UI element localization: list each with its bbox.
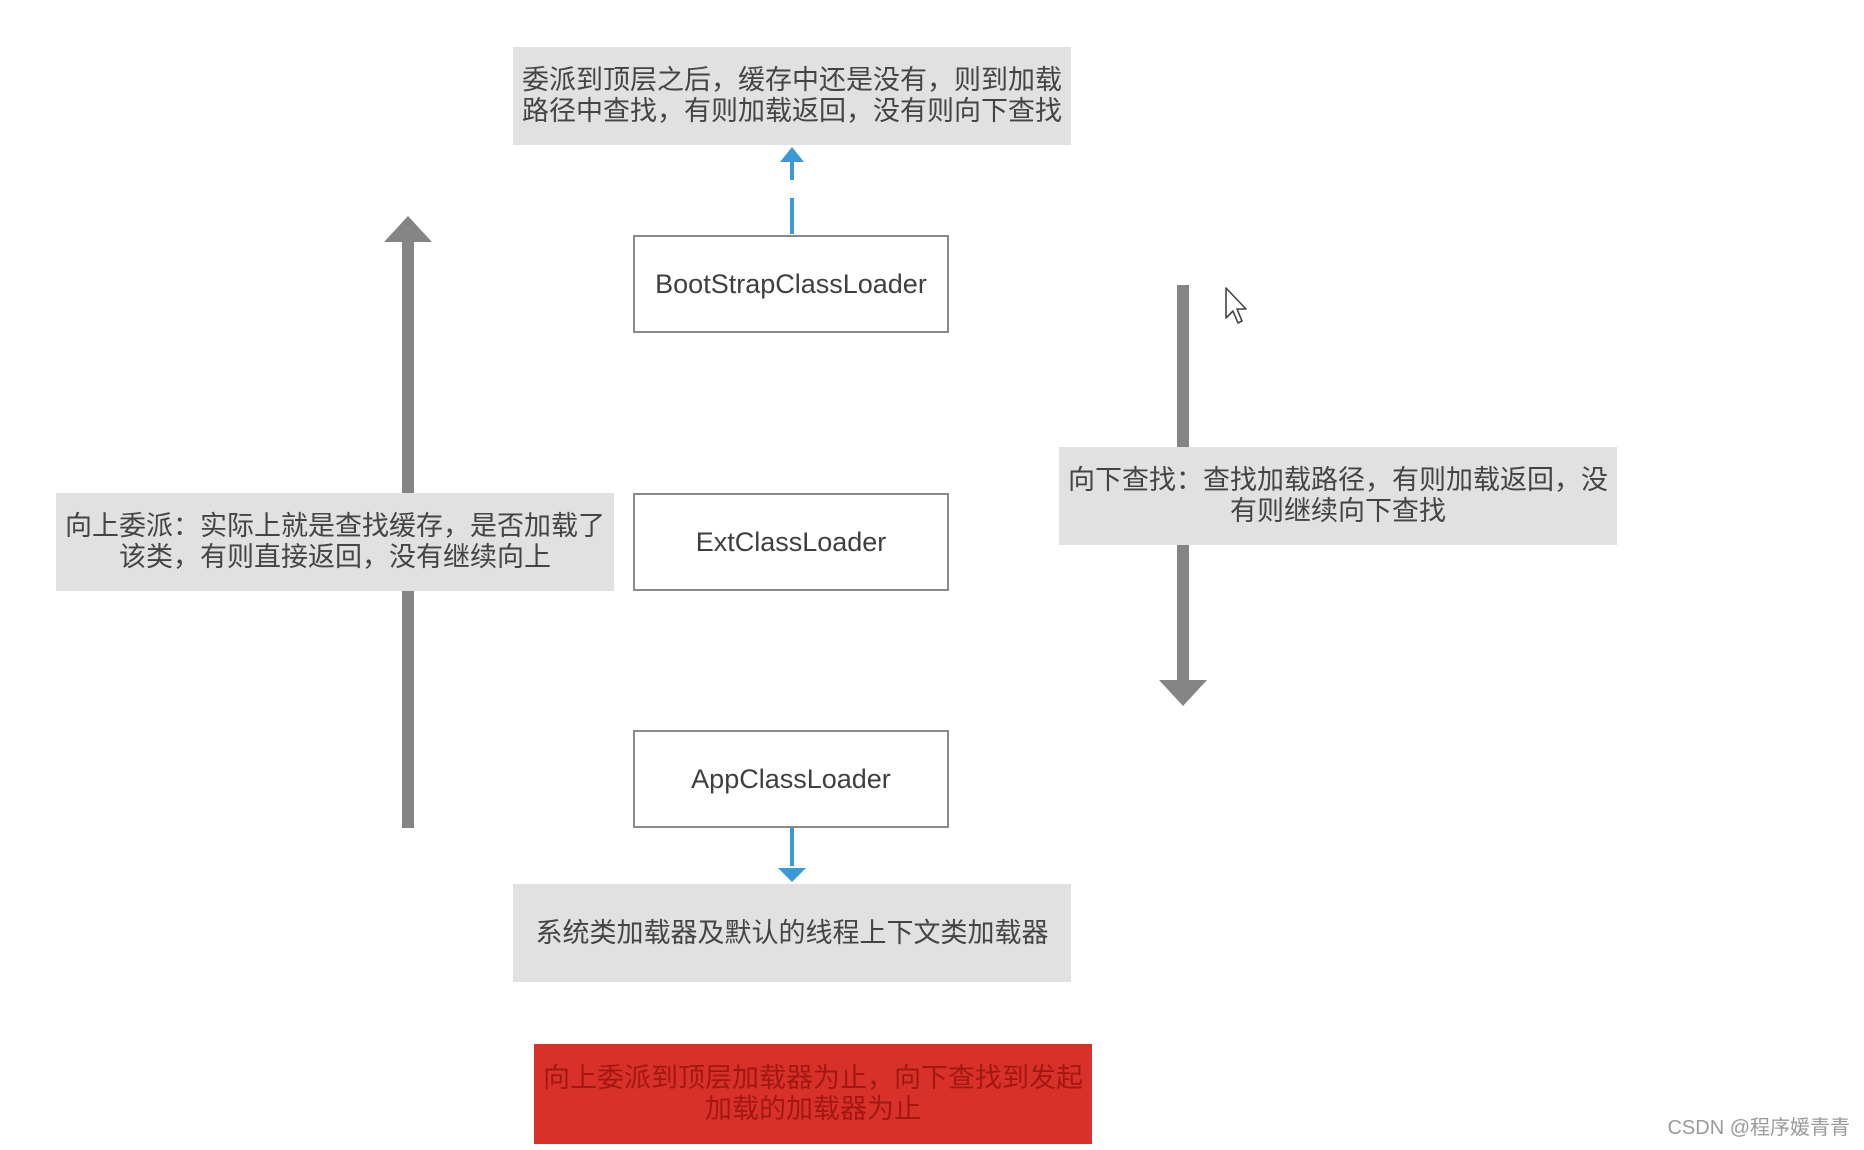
summary-line2: 加载的加载器为止 [705,1094,921,1125]
right-note-line1: 向下查找：查找加载路径，有则加载返回，没 [1068,465,1608,496]
summary-box: 向上委派到顶层加载器为止，向下查找到发起 加载的加载器为止 [534,1044,1092,1144]
ext-classloader-label: ExtClassLoader [695,526,887,557]
watermark: CSDN @程序媛青青 [1667,1117,1850,1139]
bottom-note: 系统类加载器及默认的线程上下文类加载器 [513,884,1071,982]
top-note-line2: 路径中查找，有则加载返回，没有则向下查找 [522,96,1062,127]
app-down-arrow [778,828,806,882]
top-note: 委派到顶层之后，缓存中还是没有，则到加载 路径中查找，有则加载返回，没有则向下查… [513,47,1071,145]
bottom-note-text: 系统类加载器及默认的线程上下文类加载器 [535,917,1049,949]
mouse-pointer-icon [1225,287,1247,324]
left-note-line2: 该类，有则直接返回，没有继续向上 [119,542,551,573]
right-note-line2: 有则继续向下查找 [1230,496,1446,527]
bootstrap-classloader-label: BootStrapClassLoader [655,268,927,299]
right-note: 向下查找：查找加载路径，有则加载返回，没 有则继续向下查找 [1059,447,1617,545]
bootstrap-up-arrow [780,147,804,234]
bootstrap-classloader-box: BootStrapClassLoader [633,235,949,333]
top-note-line1: 委派到顶层之后，缓存中还是没有，则到加载 [522,65,1062,96]
left-note-line1: 向上委派：实际上就是查找缓存，是否加载了 [65,511,605,542]
summary-line1: 向上委派到顶层加载器为止，向下查找到发起 [543,1063,1083,1094]
left-note: 向上委派：实际上就是查找缓存，是否加载了 该类，有则直接返回，没有继续向上 [56,493,614,591]
app-classloader-label: AppClassLoader [691,763,891,794]
app-classloader-box: AppClassLoader [633,730,949,828]
ext-classloader-box: ExtClassLoader [633,493,949,591]
